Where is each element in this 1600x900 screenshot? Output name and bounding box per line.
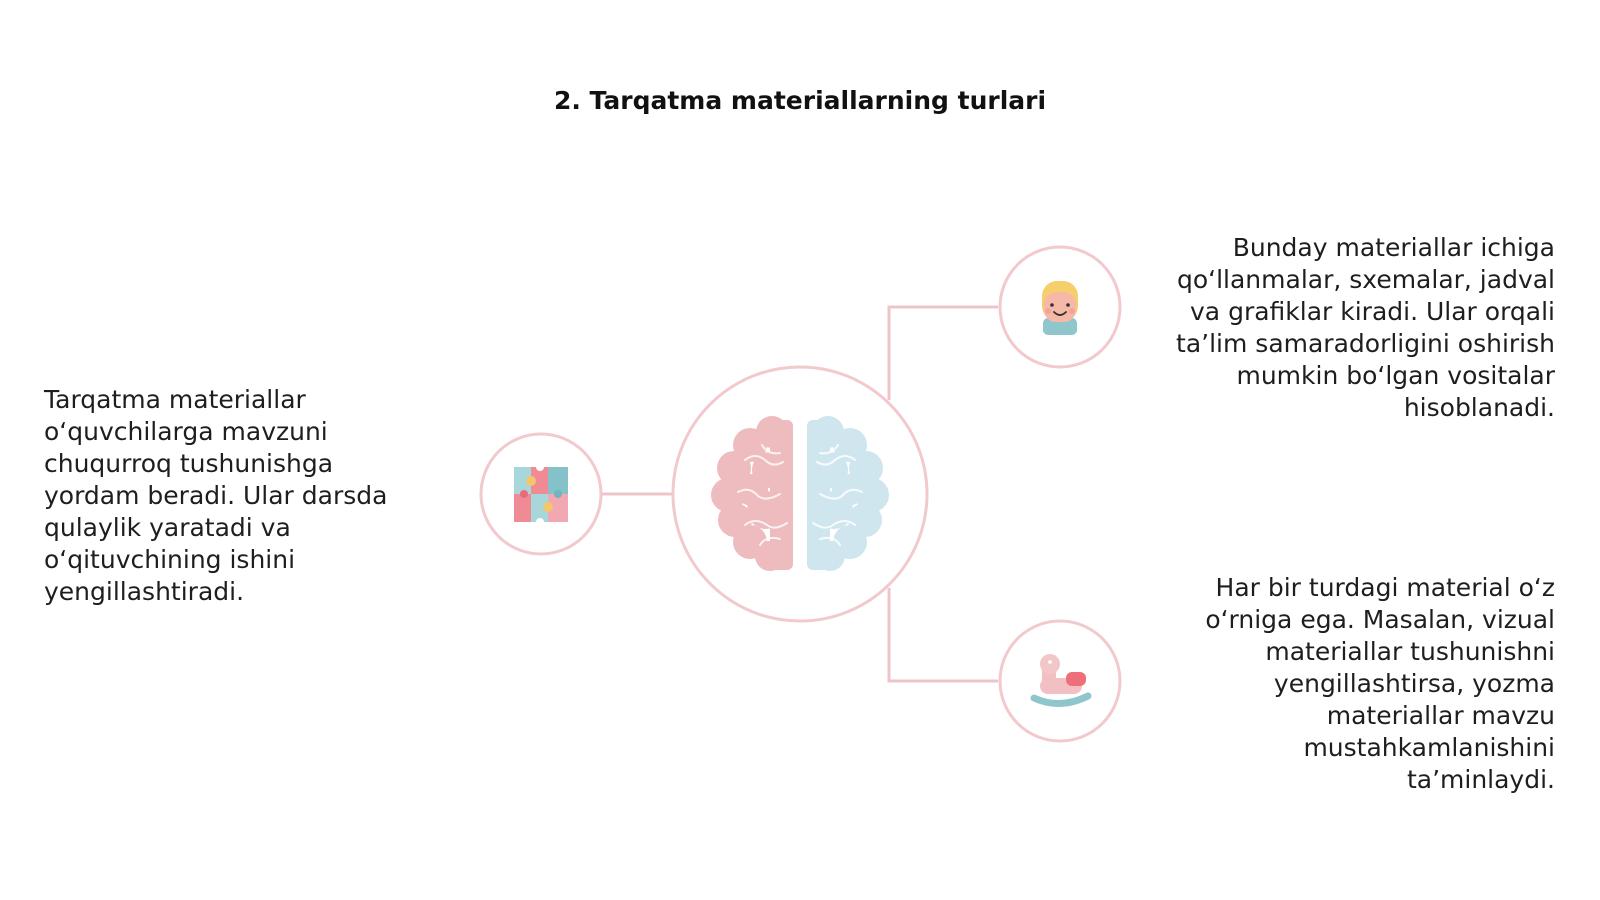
brain-icon [711,416,889,572]
connectors [602,305,998,683]
child-face-icon [1042,281,1078,335]
bottom-right-description: Har bir turdagi material o‘z o‘rniga ega… [1205,573,1555,794]
left-description: Tarqatma materiallar o‘quvchilarga mavzu… [44,385,388,606]
connector-top-right [887,305,998,400]
center-node [671,365,929,623]
slide-title: 2. Tarqatma materiallarning turlari [553,86,1047,115]
connector-bottom-right [887,588,998,683]
bottom-right-node [998,619,1122,743]
top-right-description: Bunday materiallar ichiga qo‘llanmalar, … [1176,233,1555,422]
puzzle-icon [514,463,568,526]
rocking-horse-icon [1030,654,1092,707]
top-right-node [998,245,1122,369]
left-node [479,432,603,556]
